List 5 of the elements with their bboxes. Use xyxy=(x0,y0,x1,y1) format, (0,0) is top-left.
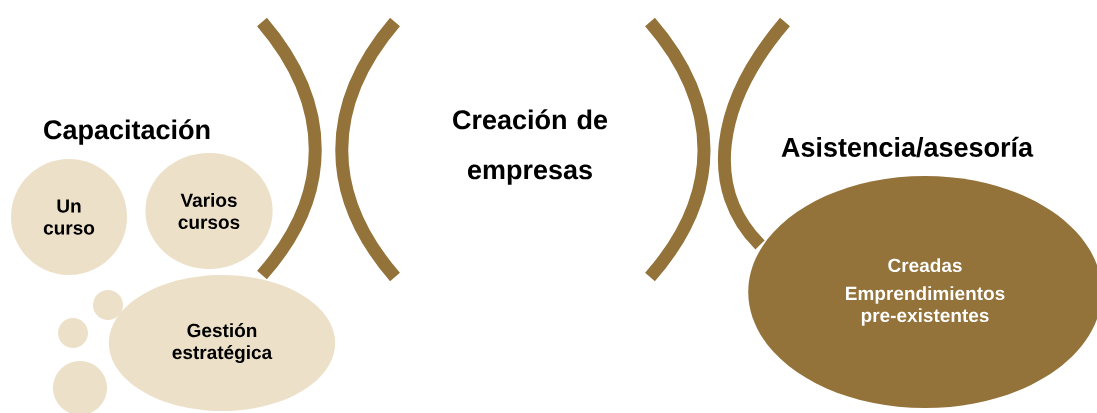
heading: Creación de empresas xyxy=(453,109,608,185)
bubble xyxy=(93,290,123,320)
heading: Capacitación xyxy=(44,119,210,145)
bubble xyxy=(58,318,88,348)
bubble xyxy=(53,361,107,413)
